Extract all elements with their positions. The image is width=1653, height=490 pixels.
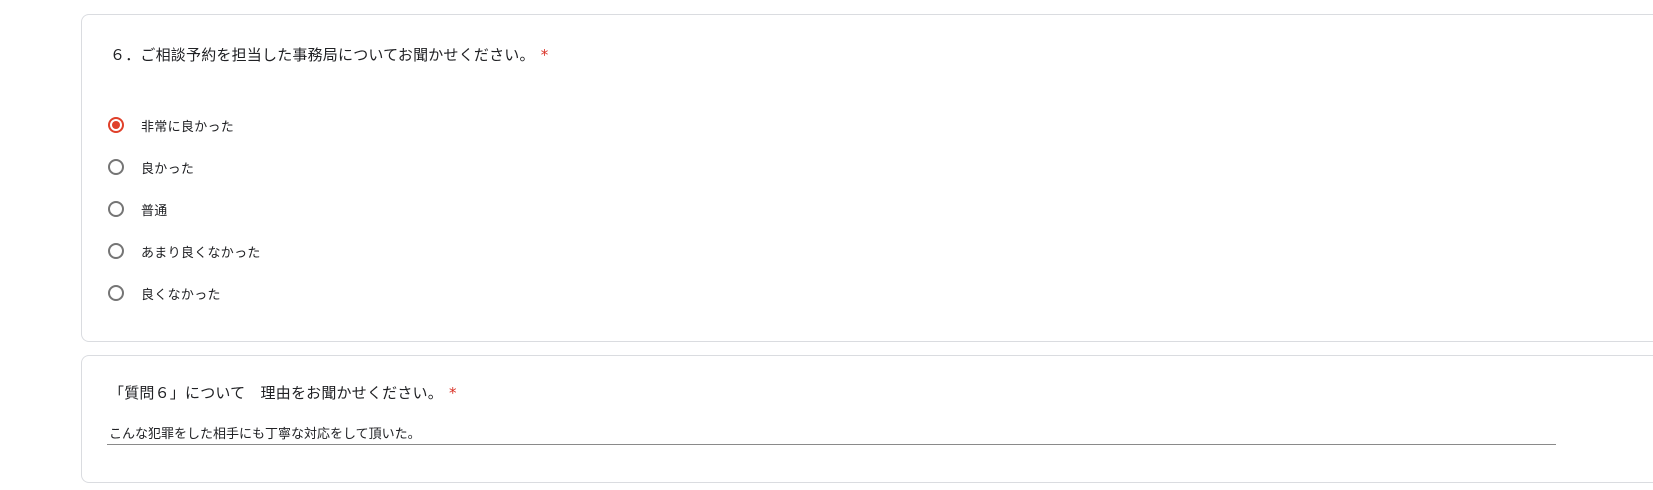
radio-option-good[interactable]: 良かった xyxy=(108,146,261,188)
question-card-reason: 「質問６」について 理由をお聞かせください。 * こんな犯罪をした相手にも丁寧な対… xyxy=(81,355,1653,483)
radio-option-not-good[interactable]: 良くなかった xyxy=(108,272,261,314)
radio-unchecked-icon[interactable] xyxy=(108,243,124,259)
radio-option-very-good[interactable]: 非常に良かった xyxy=(108,104,261,146)
radio-unchecked-icon[interactable] xyxy=(108,285,124,301)
question-title-text: ６．ご相談予約を担当した事務局についてお聞かせください。 xyxy=(110,46,535,64)
radio-option-label: 普通 xyxy=(141,203,168,219)
radio-unchecked-icon[interactable] xyxy=(108,201,124,217)
question-card-6: ６．ご相談予約を担当した事務局についてお聞かせください。 * 非常に良かった 良か… xyxy=(81,14,1653,342)
required-asterisk: * xyxy=(448,384,457,402)
question-title-text: 「質問６」について 理由をお聞かせください。 xyxy=(109,384,443,402)
question-title: 「質問６」について 理由をお聞かせください。 * xyxy=(109,382,457,403)
radio-option-average[interactable]: 普通 xyxy=(108,188,261,230)
radio-option-label: 良くなかった xyxy=(141,287,221,303)
radio-checked-icon[interactable] xyxy=(108,117,124,133)
radio-group: 非常に良かった 良かった 普通 あまり良くなかった 良くなかった xyxy=(108,104,261,314)
radio-unchecked-icon[interactable] xyxy=(108,159,124,175)
question-title: ６．ご相談予約を担当した事務局についてお聞かせください。 * xyxy=(110,44,548,65)
radio-option-not-very-good[interactable]: あまり良くなかった xyxy=(108,230,261,272)
radio-option-label: 良かった xyxy=(141,161,195,177)
reason-answer-input[interactable]: こんな犯罪をした相手にも丁寧な対応をして頂いた。 xyxy=(107,425,1556,445)
required-asterisk: * xyxy=(540,46,549,64)
radio-option-label: あまり良くなかった xyxy=(141,245,261,261)
radio-option-label: 非常に良かった xyxy=(141,119,235,135)
